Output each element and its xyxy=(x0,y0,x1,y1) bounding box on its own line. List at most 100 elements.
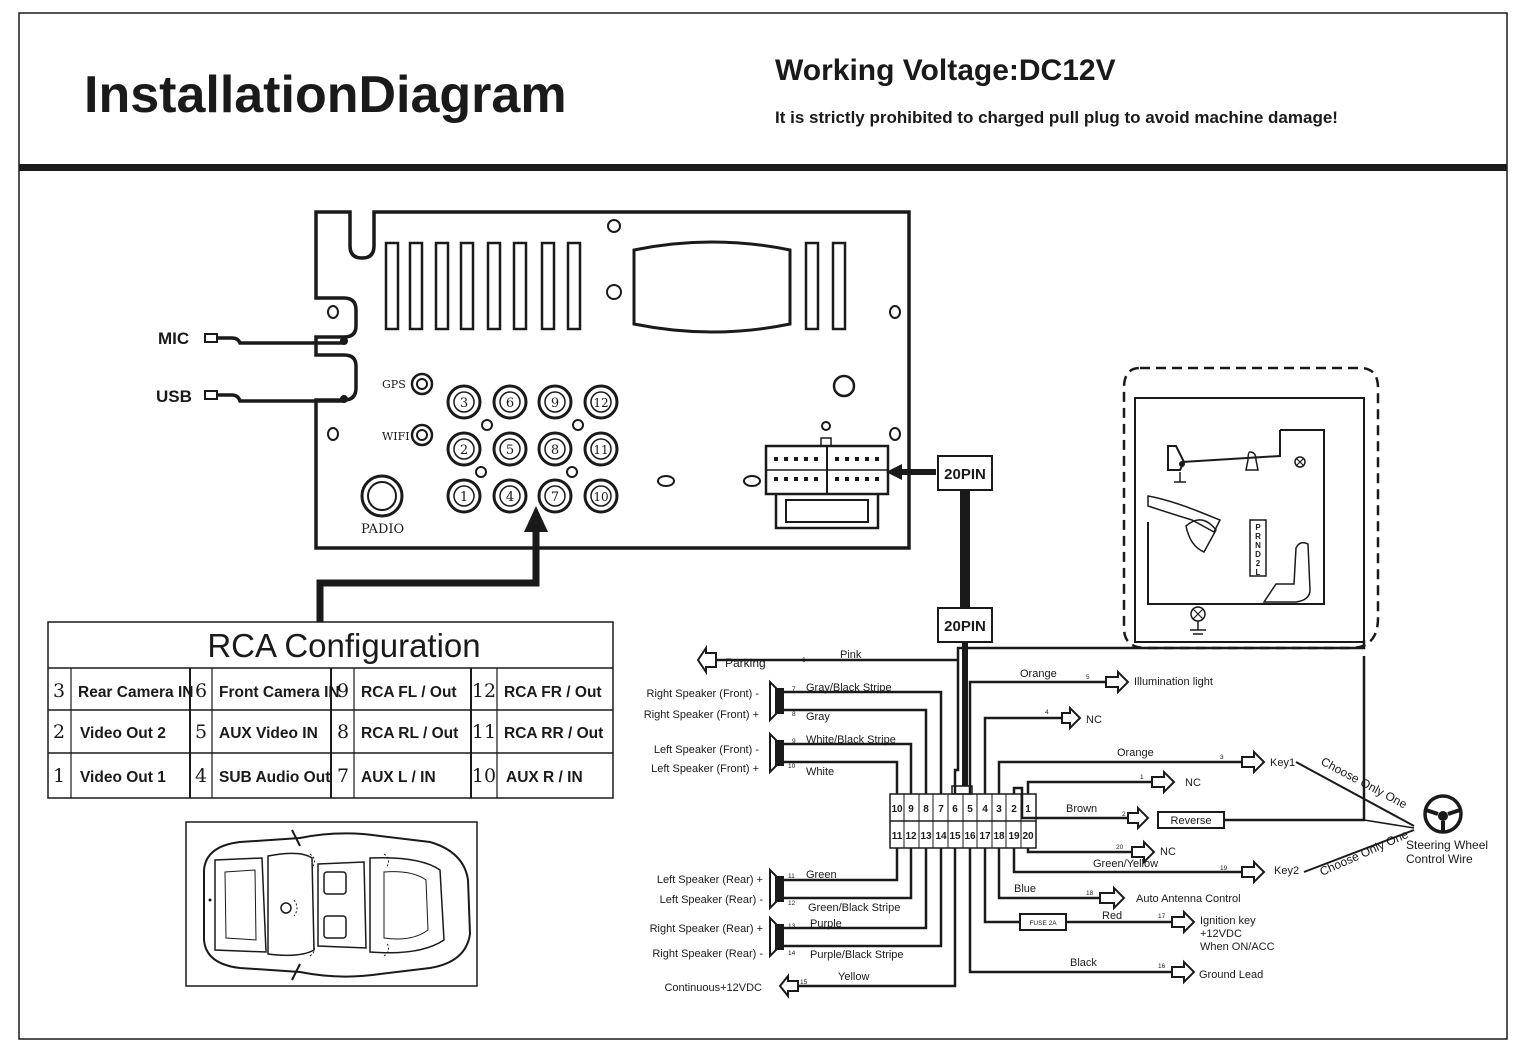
svg-text:12: 12 xyxy=(593,396,608,410)
svg-text:7: 7 xyxy=(938,804,944,815)
svg-text:12: 12 xyxy=(788,900,796,907)
svg-text:Purple/Black Stripe: Purple/Black Stripe xyxy=(810,949,904,961)
svg-text:RCA FR / Out: RCA FR / Out xyxy=(504,684,602,701)
svg-text:6: 6 xyxy=(195,680,207,702)
svg-text:15: 15 xyxy=(949,831,961,842)
svg-text:2: 2 xyxy=(1011,804,1017,815)
svg-text:Gray/Black Stripe: Gray/Black Stripe xyxy=(806,682,892,694)
svg-text:Right Speaker (Front) -: Right Speaker (Front) - xyxy=(647,688,760,700)
svg-text:13: 13 xyxy=(920,831,932,842)
svg-text:Rear Camera IN: Rear Camera IN xyxy=(78,684,193,701)
rca-jack: 6 xyxy=(492,384,528,420)
svg-text:9: 9 xyxy=(908,804,914,815)
svg-text:1: 1 xyxy=(1140,774,1144,781)
car-speaker-illustration xyxy=(185,821,478,987)
svg-text:AUX Video IN: AUX Video IN xyxy=(219,725,318,742)
svg-text:2: 2 xyxy=(1122,811,1126,818)
svg-text:1: 1 xyxy=(1025,804,1031,815)
svg-text:1: 1 xyxy=(53,765,65,787)
svg-text:18: 18 xyxy=(993,831,1005,842)
svg-text:Blue: Blue xyxy=(1014,883,1036,895)
reverse-gear-inset: P R N D 2 L xyxy=(1122,366,1380,650)
svg-text:12: 12 xyxy=(905,831,917,842)
svg-text:Orange: Orange xyxy=(1117,747,1154,759)
svg-text:6: 6 xyxy=(952,804,958,815)
rca-jack: 9 xyxy=(537,384,573,420)
svg-text:Video Out 2: Video Out 2 xyxy=(80,725,166,742)
svg-text:7: 7 xyxy=(337,765,349,787)
right-hollow-arrows xyxy=(1061,669,1266,985)
svg-text:Auto Antenna Control: Auto Antenna Control xyxy=(1136,893,1241,905)
svg-text:Key2: Key2 xyxy=(1274,865,1299,877)
svg-text:NC: NC xyxy=(1086,714,1102,726)
svg-text:2: 2 xyxy=(53,721,65,743)
svg-text:When ON/ACC: When ON/ACC xyxy=(1200,941,1275,953)
harness-plug: 10 9 8 7 6 5 4 3 2 1 11 12 13 14 15 16 1… xyxy=(889,785,1037,849)
svg-text:4: 4 xyxy=(506,490,514,505)
svg-text:6: 6 xyxy=(506,396,514,411)
svg-text:Video Out 1: Video Out 1 xyxy=(80,769,166,786)
rca-row: 3 Rear Camera IN 6 Front Camera IN 9 RCA… xyxy=(53,680,602,702)
svg-text:White/Black Stripe: White/Black Stripe xyxy=(806,734,896,746)
svg-text:7: 7 xyxy=(792,686,796,693)
svg-text:14: 14 xyxy=(935,831,947,842)
parking-arrow xyxy=(696,644,717,676)
radio-label: PADIO xyxy=(361,522,404,537)
rca-jack: 5 xyxy=(492,431,528,467)
svg-text:16: 16 xyxy=(1158,963,1166,970)
svg-text:5: 5 xyxy=(967,804,973,815)
svg-text:Left Speaker (Rear) +: Left Speaker (Rear) + xyxy=(657,874,763,886)
svg-text:N: N xyxy=(1255,541,1261,550)
header-divider xyxy=(19,164,1507,171)
rca-jack: 11 xyxy=(583,431,619,467)
right-wire-labels: Orange 5 Illumination light 4 NC Orange … xyxy=(1014,668,1299,981)
rca-jack: 8 xyxy=(537,431,573,467)
left-wiring xyxy=(716,640,1366,988)
svg-text:Brown: Brown xyxy=(1066,803,1097,815)
svg-text:2: 2 xyxy=(1256,559,1261,568)
svg-text:11: 11 xyxy=(472,721,496,743)
svg-text:17: 17 xyxy=(979,831,991,842)
svg-text:13: 13 xyxy=(788,923,796,930)
steering-label-2: Control Wire xyxy=(1406,852,1473,866)
rca-jacks: 3 6 9 12 2 5 8 11 1 4 7 10 xyxy=(446,384,619,514)
svg-text:1: 1 xyxy=(460,490,468,505)
unit-body xyxy=(314,210,911,550)
svg-text:14: 14 xyxy=(788,950,796,957)
svg-text:Right Speaker (Rear) +: Right Speaker (Rear) + xyxy=(650,923,763,935)
svg-text:Left Speaker (Front) -: Left Speaker (Front) - xyxy=(654,744,759,756)
svg-text:L: L xyxy=(1256,568,1261,577)
svg-text:Right Speaker (Front) +: Right Speaker (Front) + xyxy=(644,709,759,721)
svg-text:NC: NC xyxy=(1185,777,1201,789)
svg-text:20PIN: 20PIN xyxy=(944,618,986,635)
rca-row: 2 Video Out 2 5 AUX Video IN 8 RCA RL / … xyxy=(53,721,603,743)
rca-jack: 12 xyxy=(583,384,619,420)
steering-wheel-icon xyxy=(1423,794,1463,834)
svg-text:Red: Red xyxy=(1102,910,1122,922)
svg-text:4: 4 xyxy=(1045,709,1049,716)
svg-text:Gray: Gray xyxy=(806,711,830,723)
rca-pointer-arrow xyxy=(316,530,540,622)
svg-text:Front Camera IN: Front Camera IN xyxy=(219,684,340,701)
svg-text:FUSE 2A: FUSE 2A xyxy=(1029,920,1057,927)
svg-text:Reverse: Reverse xyxy=(1171,815,1212,827)
svg-text:Black: Black xyxy=(1070,957,1097,969)
svg-text:9: 9 xyxy=(792,738,796,745)
svg-text:3: 3 xyxy=(460,396,468,411)
steering-label-1: Steering Wheel xyxy=(1406,838,1488,852)
svg-text:10: 10 xyxy=(788,763,796,770)
svg-text:4: 4 xyxy=(195,765,207,787)
svg-text:Parking: Parking xyxy=(725,656,766,670)
wifi-label: WIFI xyxy=(382,430,410,443)
mic-label: MIC xyxy=(158,329,189,348)
svg-text:Green/Black Stripe: Green/Black Stripe xyxy=(808,902,900,914)
svg-text:3: 3 xyxy=(996,804,1002,815)
svg-text:Left Speaker (Rear) -: Left Speaker (Rear) - xyxy=(660,894,764,906)
svg-text:16: 16 xyxy=(964,831,976,842)
svg-text:18: 18 xyxy=(1086,890,1094,897)
svg-text:10: 10 xyxy=(472,765,496,787)
center-window xyxy=(632,240,792,334)
svg-text:5: 5 xyxy=(1086,674,1090,681)
svg-text:9: 9 xyxy=(551,396,559,411)
rca-row: 1 Video Out 1 4 SUB Audio Out 7 AUX L / … xyxy=(53,765,583,787)
